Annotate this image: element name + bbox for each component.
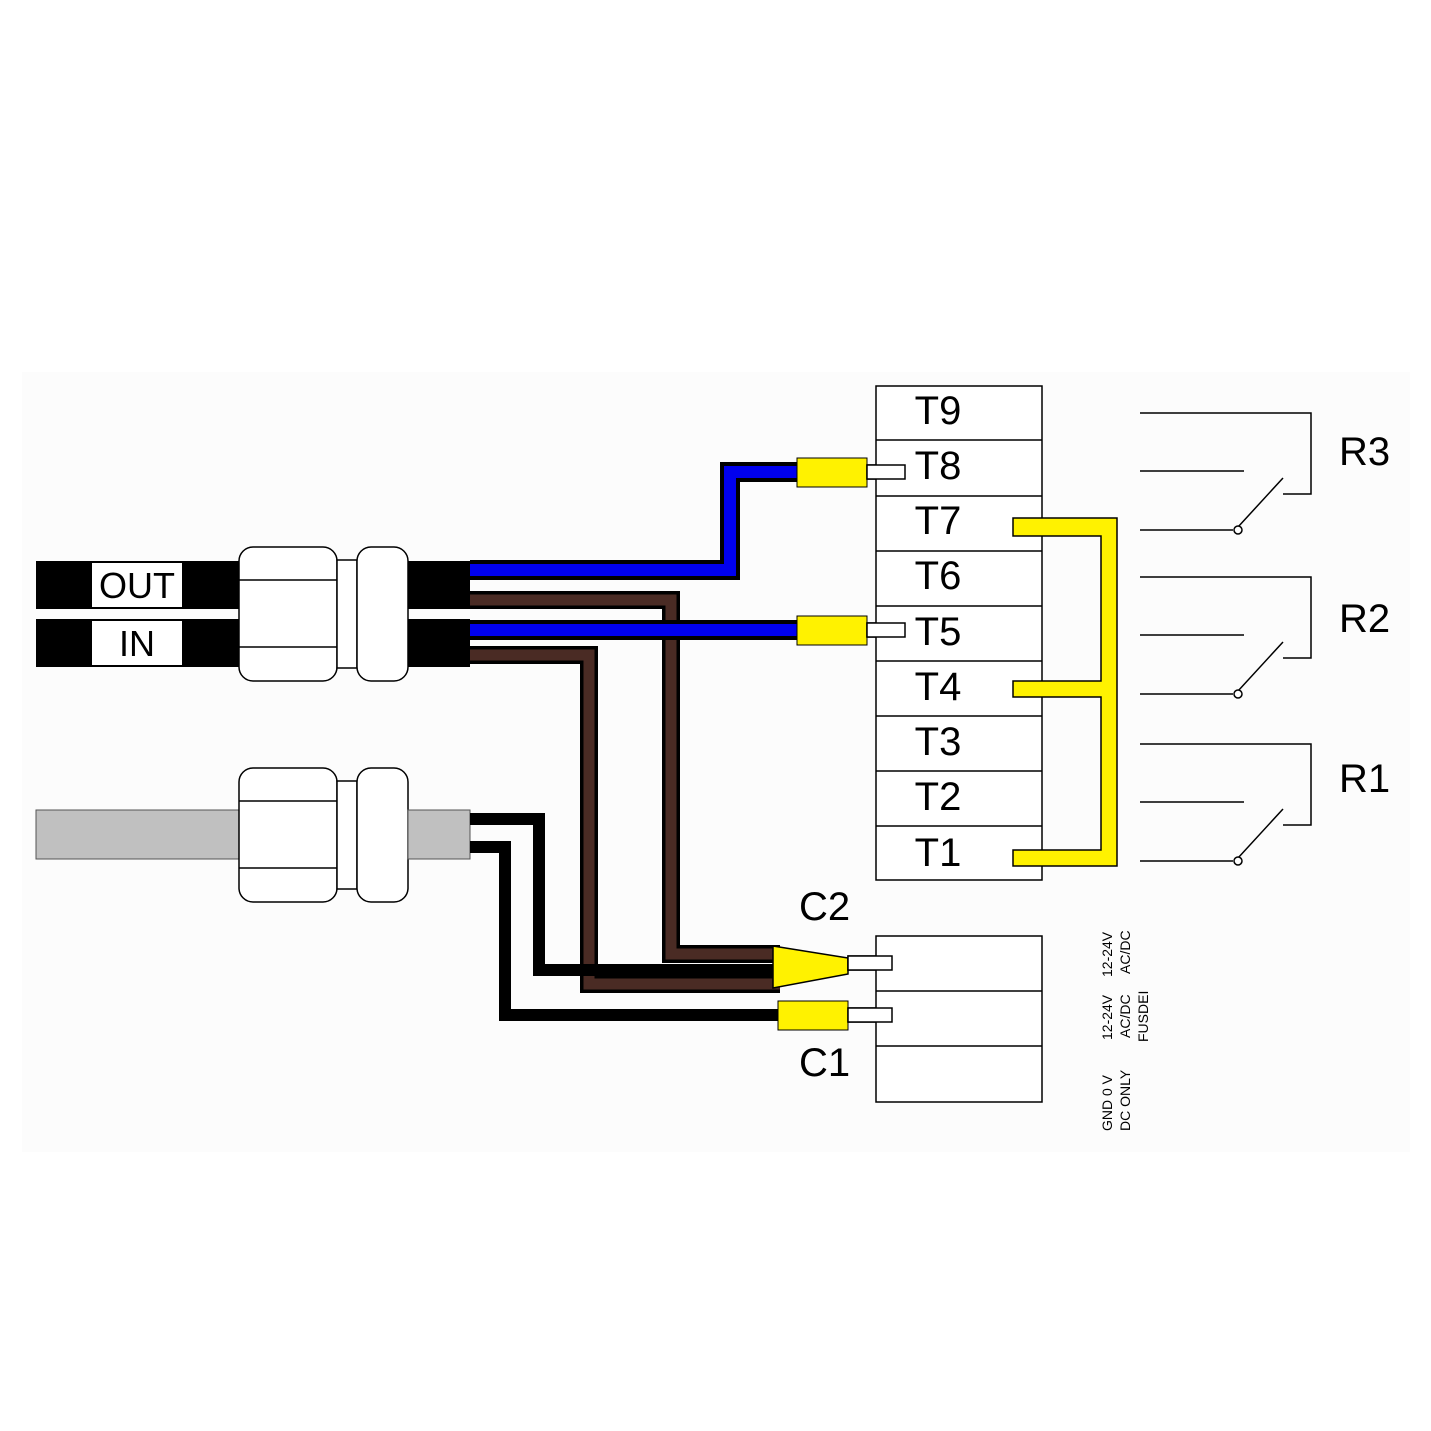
terminal-t7: T7 — [915, 499, 962, 543]
power-cable-sheath — [35, 809, 242, 860]
relay-r2 — [1140, 576, 1312, 699]
diagram-background — [22, 372, 1410, 1152]
power-cable-assembly — [35, 767, 471, 903]
relay-r3-label: R3 — [1339, 430, 1390, 474]
jumper-bridge — [1012, 517, 1118, 867]
ferrule-t8 — [796, 457, 868, 488]
wire-black-power-c2 — [470, 813, 780, 976]
terminal-t4: T4 — [915, 665, 962, 709]
out-cable-end — [408, 561, 470, 609]
terminal-t9: T9 — [915, 389, 962, 433]
in-cable-end — [408, 619, 470, 667]
out-cable-tag: OUT — [99, 565, 175, 606]
terminal-t1: T1 — [915, 831, 962, 875]
terminal-t8: T8 — [915, 444, 962, 488]
power-note-mid-voltage: 12-24V — [1099, 994, 1115, 1040]
terminal-t6: T6 — [915, 554, 962, 598]
ferrule-c2 — [772, 945, 849, 989]
power-note-top-voltage: 12-24V — [1099, 931, 1115, 977]
relay-r3 — [1140, 412, 1312, 535]
power-cable-end — [407, 809, 471, 860]
relay-r1 — [1140, 743, 1312, 866]
in-cable-tag-box — [92, 621, 182, 665]
cable-gland-bottom — [238, 767, 409, 903]
power-note-top-type: AC/DC — [1117, 930, 1133, 974]
in-cable-tag: IN — [119, 623, 155, 664]
terminal-t5: T5 — [915, 610, 962, 654]
power-note-mid-type: AC/DC — [1117, 994, 1133, 1038]
cable-gland-top — [238, 546, 409, 682]
relay-r2-label: R2 — [1339, 597, 1390, 641]
terminal-t3: T3 — [915, 720, 962, 764]
power-note-bottom-dc: DC ONLY — [1117, 1069, 1133, 1131]
out-cable-tag-box — [92, 563, 182, 607]
relay-r1-label: R1 — [1339, 757, 1390, 801]
power-terminal-block — [875, 935, 1043, 1103]
power-notes: 12-24V AC/DC 12-24V AC/DC FUSDEI GND 0 V… — [1099, 930, 1151, 1131]
wires — [470, 462, 800, 1021]
ferrule-t5 — [796, 615, 868, 646]
terminal-t2: T2 — [915, 775, 962, 819]
wire-black-power-c1 — [470, 841, 780, 1021]
connector-c1-label: C1 — [799, 1041, 850, 1085]
connector-c2-label: C2 — [799, 885, 850, 929]
power-note-bottom-gnd: GND 0 V — [1099, 1074, 1115, 1131]
ferrule-c1 — [777, 1000, 849, 1031]
signal-cable-assembly: OUT IN — [36, 546, 470, 682]
power-note-mid-fuse: FUSDEI — [1135, 991, 1151, 1042]
